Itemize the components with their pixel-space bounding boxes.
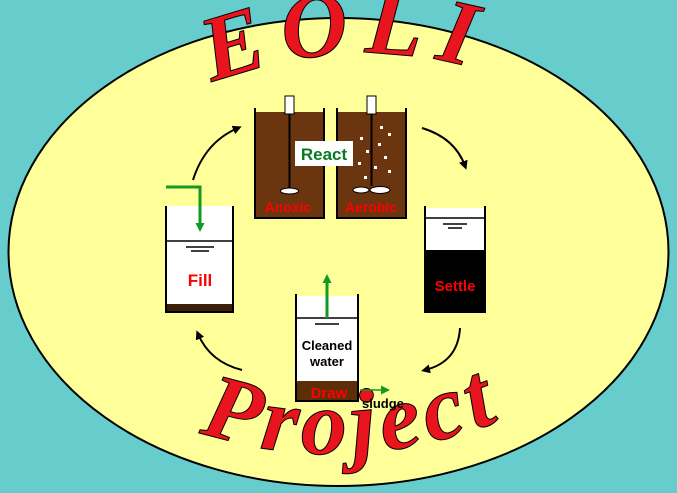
cycle-arrow-icon (192, 125, 242, 181)
settle-tank: Settle (424, 206, 486, 313)
inflow-arrow-icon (166, 185, 205, 232)
air-bubbles (358, 126, 391, 179)
anoxic-label: Anoxic (265, 199, 312, 215)
background-ellipse (7, 17, 670, 487)
cycle-arrow-icon (195, 330, 243, 371)
react-label: React (301, 145, 348, 164)
settle-label: Settle (435, 278, 476, 295)
cleaned-water-label-line1: Cleaned (302, 338, 353, 353)
fill-label: Fill (188, 271, 213, 290)
draw-tank: Cleaned water Draw sludge (295, 274, 404, 411)
cleaned-water-label-line2: water (309, 354, 344, 369)
cycle-arrows (192, 125, 468, 374)
cycle-arrow-icon (421, 127, 468, 170)
cycle-arrow-icon (421, 327, 461, 374)
aerobic-label: Aerobic (345, 199, 397, 215)
fill-tank: Fill (165, 185, 234, 313)
react-label-box (295, 141, 353, 166)
mixer-icon (280, 95, 299, 195)
draw-label: Draw (311, 385, 348, 402)
aerator-icon (352, 95, 391, 194)
sludge-label: sludge (362, 396, 404, 411)
